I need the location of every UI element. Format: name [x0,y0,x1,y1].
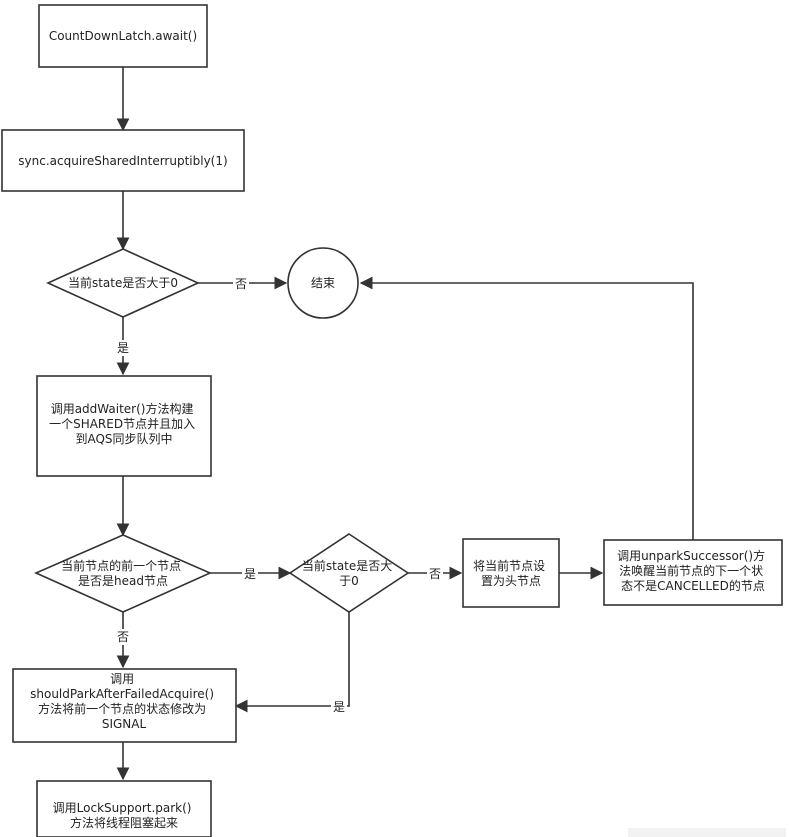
node-acquire: sync.acquireSharedInterruptibly(1) [1,129,245,192]
node-end-label: 结束 [311,276,335,290]
node-set-head-label: 将当前节点设 置为头节点 [473,558,549,588]
edge-label-yes-3: 是 [333,700,345,714]
edge-label-no-3: 否 [117,630,129,644]
node-state-check2: 当前state是否大 于0 [288,533,410,613]
node-prev-head-label: 当前节点的前一个节点 是否是head节点 [61,558,185,588]
node-add-waiter: 调用addWaiter()方法构建 一个SHARED节点并且加入 到AQS同步队… [36,375,212,477]
node-await-label: CountDownLatch.await() [49,29,197,43]
node-unpark: 调用unparkSuccessor()方 法唤醒当前节点的下一个状 态不是CAN… [603,539,783,606]
node-state-check-label: 当前state是否大于0 [68,275,178,290]
node-set-head: 将当前节点设 置为头节点 [462,538,560,608]
edge-label-yes-2: 是 [244,567,256,581]
node-state-check2-label: 当前state是否大 于0 [302,558,396,588]
node-should-park-label: 调用 shouldParkAfterFailedAcquire() 方法将前一个… [30,672,218,731]
node-prev-head: 当前节点的前一个节点 是否是head节点 [34,534,212,613]
node-await: CountDownLatch.await() [38,4,208,68]
edge-label-no-2: 否 [429,567,441,581]
node-should-park: 调用 shouldParkAfterFailedAcquire() 方法将前一个… [12,668,237,743]
node-add-waiter-label: 调用addWaiter()方法构建 一个SHARED节点并且加入 到AQS同步队… [49,401,199,446]
node-end: 结束 [287,247,359,319]
node-acquire-label: sync.acquireSharedInterruptibly(1) [18,154,227,168]
node-park-label: 调用LockSupport.park() 方法将线程阻塞起来 [53,801,196,830]
node-unpark-label: 调用unparkSuccessor()方 法唤醒当前节点的下一个状 态不是CAN… [617,548,769,593]
edge-label-yes-1: 是 [117,341,129,355]
edge-state2-to-shouldpark [234,612,350,713]
edge-unpark-to-end [359,276,694,540]
node-park: 调用LockSupport.park() 方法将线程阻塞起来 [36,780,212,837]
edge-labels: 否 是 是 否 否 是 [115,276,443,715]
edge-label-no-1: 否 [235,277,247,291]
watermark [628,828,786,837]
node-state-check: 当前state是否大于0 [46,248,200,318]
